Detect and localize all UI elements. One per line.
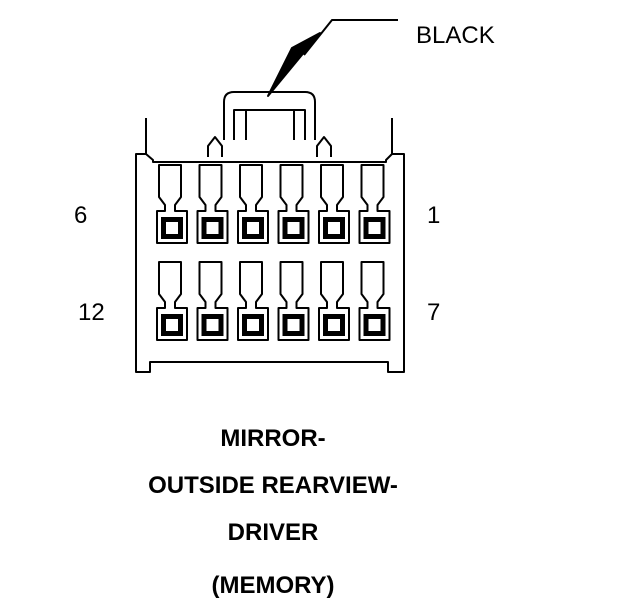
leader-line	[303, 19, 398, 56]
left-post	[207, 136, 223, 157]
pin-outline	[277, 164, 310, 244]
pin-cavity	[318, 261, 350, 341]
pin-cavity	[237, 164, 269, 244]
pin-cavity	[156, 164, 188, 244]
pin-label-bottom-left: 12	[78, 299, 105, 326]
pin-cavity	[277, 261, 310, 341]
pin-outline	[237, 164, 269, 244]
pin-cavity	[237, 261, 269, 341]
color-leader	[267, 19, 398, 97]
pin-label-bottom-right: 7	[427, 299, 441, 326]
pin-terminal-window	[206, 222, 219, 234]
title-line-1: MIRROR-	[220, 425, 326, 452]
leader-arrowhead	[267, 32, 321, 97]
pin-label-top-left: 6	[74, 202, 88, 229]
pin-terminal-window	[247, 319, 259, 331]
pin-outline	[237, 261, 269, 341]
title-line-3: DRIVER	[227, 519, 319, 546]
pin-cavity	[358, 261, 391, 341]
pin-cavity	[196, 261, 229, 341]
pin-cavity	[358, 164, 391, 244]
pin-terminal-window	[247, 222, 259, 234]
pin-outline	[358, 164, 391, 244]
pin-outline	[318, 164, 350, 244]
pin-outline	[358, 261, 391, 341]
pin-outline	[277, 261, 310, 341]
connector-housing	[135, 118, 405, 373]
connector-latch	[223, 91, 316, 140]
pin-terminal-window	[368, 222, 381, 234]
pin-terminal-window	[368, 319, 381, 331]
pin-label-top-right: 1	[427, 202, 441, 229]
pin-cavity	[277, 164, 310, 244]
pin-outline	[196, 261, 229, 341]
pin-outline	[156, 164, 188, 244]
pin-outline	[156, 261, 188, 341]
pin-outline	[318, 261, 350, 341]
pin-terminal-window	[166, 222, 178, 234]
pin-cavity	[196, 164, 229, 244]
pin-terminal-window	[206, 319, 219, 331]
pin-cavity	[318, 164, 350, 244]
pin-terminal-window	[166, 319, 178, 331]
pin-terminal-window	[328, 222, 340, 234]
title-line-2: OUTSIDE REARVIEW-	[148, 472, 398, 499]
pin-terminal-window	[287, 319, 300, 331]
pin-cavity	[156, 261, 188, 341]
title-line-4: (MEMORY)	[211, 572, 335, 599]
connector-color-label: BLACK	[416, 22, 495, 49]
pin-grid	[156, 164, 391, 341]
pin-terminal-window	[328, 319, 340, 331]
latch-inner	[233, 109, 306, 140]
pin-terminal-window	[287, 222, 300, 234]
right-post	[316, 136, 332, 157]
pin-outline	[196, 164, 229, 244]
